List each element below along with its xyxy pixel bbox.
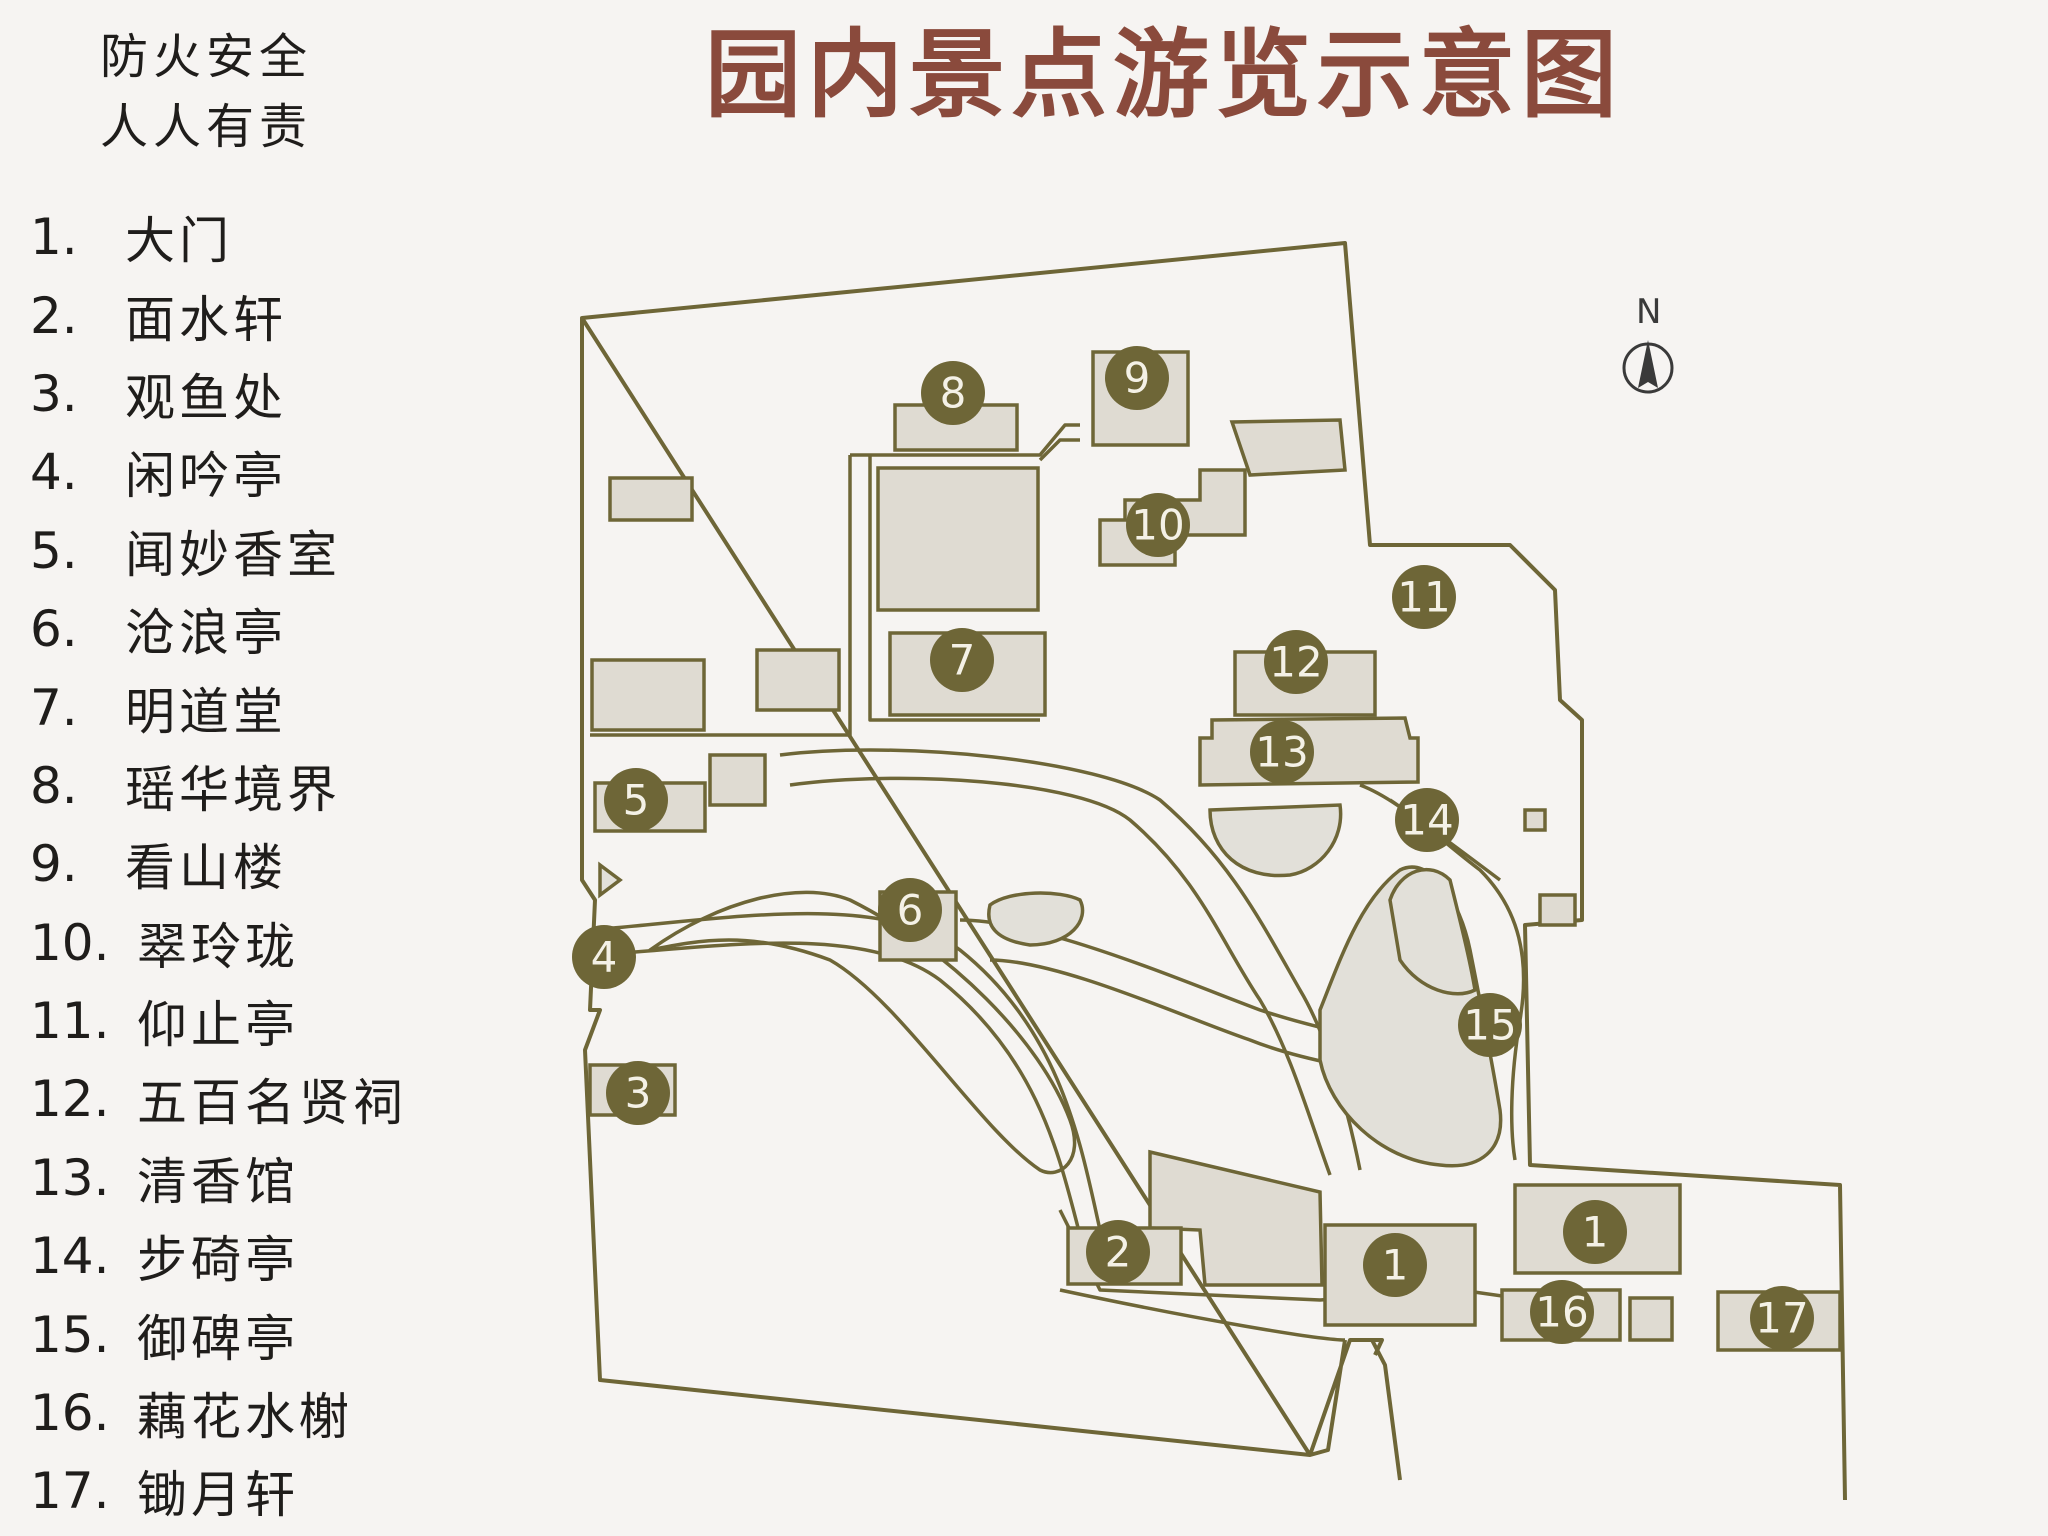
building-1-east [1513,1183,1682,1275]
svg-text:17: 17 [1755,1294,1808,1343]
marker-1-east[interactable]: 1 [1563,1200,1627,1264]
svg-text:16: 16 [1535,1288,1588,1337]
compass-icon [1622,340,1674,394]
svg-text:6: 6 [897,886,924,935]
map-title: 园内景点游览示意图 [705,18,1623,131]
building-west-1 [608,476,694,522]
marker-2[interactable]: 2 [1086,1220,1150,1284]
legend-item: 14.步碕亭 [30,1227,299,1290]
corridor-inner-loop [648,890,1077,1175]
marker-7[interactable]: 7 [930,628,994,692]
legend-item: 7.明道堂 [30,678,287,741]
building-west-3 [755,648,841,712]
building-east-wing [1523,808,1577,927]
marker-5[interactable]: 5 [604,768,668,832]
svg-text:10: 10 [1131,501,1184,550]
legend-item: 16.藕花水榭 [30,1384,353,1447]
svg-text:3: 3 [625,1069,652,1118]
fire-safety-slogan: 防火安全 人人有责 [100,22,312,162]
svg-text:13: 13 [1255,728,1308,777]
marker-3[interactable]: 3 [606,1061,670,1125]
marker-6[interactable]: 6 [878,878,942,942]
east-rockery [1388,868,1477,996]
building-main-hall [876,466,1040,612]
marker-15[interactable]: 15 [1458,993,1522,1057]
svg-text:15: 15 [1463,1001,1516,1050]
legend-item: 6.沧浪亭 [30,600,287,663]
legend-item: 12.五百名贤祠 [30,1070,407,1133]
marker-16[interactable]: 16 [1530,1280,1594,1344]
legend-item: 8.瑶华境界 [30,756,341,819]
building-west-2 [590,658,706,732]
svg-text:9: 9 [1124,354,1151,403]
svg-text:1: 1 [1382,1241,1409,1290]
legend-item: 13.清香馆 [30,1148,299,1211]
corridor-south-loop [589,911,1102,1236]
compass-north-label: N [1636,292,1662,332]
legend-item: 9.看山楼 [30,835,287,898]
corridor-west-main [590,455,1040,737]
corridor-north [850,423,1080,462]
west-islet [987,891,1085,947]
marker-12[interactable]: 12 [1264,630,1328,694]
building-5-annex [708,753,767,807]
garden-boundary-wall [580,241,1847,1501]
legend-item: 1.大门 [30,208,233,271]
svg-text:12: 12 [1269,638,1322,687]
marker-9[interactable]: 9 [1105,346,1169,410]
svg-text:1: 1 [1582,1208,1609,1257]
svg-text:4: 4 [591,933,618,982]
marker-4[interactable]: 4 [572,925,636,989]
slogan-line-1: 防火安全 [100,29,313,85]
svg-text:14: 14 [1400,796,1453,845]
marker-17[interactable]: 17 [1750,1286,1814,1350]
building-northeast [1229,418,1347,477]
marker-10[interactable]: 10 [1126,493,1190,557]
legend-item: 17.锄月轩 [30,1462,299,1525]
legend-list: 1.大门 2.面水轩 3.观鱼处 4.闲吟亭 5.闻妙香室 6.沧浪亭 7.明道… [30,198,407,1531]
marker-14[interactable]: 14 [1395,788,1459,852]
marker-8[interactable]: 8 [921,361,985,425]
legend-item: 10.翠玲珑 [30,913,299,976]
legend-item: 15.御碑亭 [30,1305,299,1368]
legend-item: 5.闻妙香室 [30,521,341,584]
marker-1-west[interactable]: 1 [1363,1233,1427,1297]
north-rockery [1208,803,1343,878]
marker-11[interactable]: 11 [1392,565,1456,629]
west-pond [598,861,623,899]
svg-text:7: 7 [949,636,976,685]
marker-13[interactable]: 13 [1250,720,1314,784]
svg-text:8: 8 [940,369,967,418]
legend-item: 11.仰止亭 [30,992,299,1055]
svg-text:11: 11 [1397,573,1450,622]
legend-item: 4.闲吟亭 [30,443,287,506]
legend-item: 3.观鱼处 [30,364,287,427]
building-16-annex [1628,1296,1674,1342]
legend-item: 2.面水轩 [30,286,287,349]
slogan-line-2: 人人有责 [100,99,313,155]
svg-text:5: 5 [623,776,650,825]
svg-text:2: 2 [1105,1228,1132,1277]
